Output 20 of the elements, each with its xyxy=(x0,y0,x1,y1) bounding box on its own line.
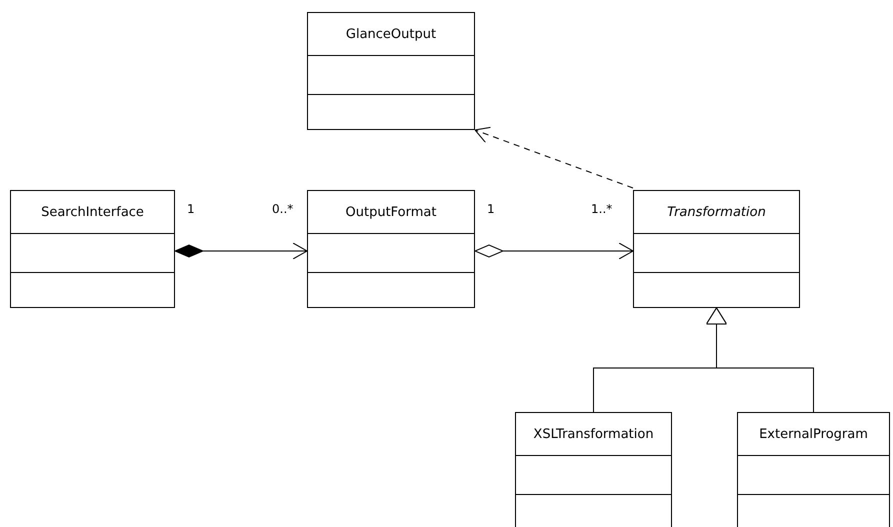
class-box xyxy=(737,412,890,527)
generalization-arrow xyxy=(706,308,814,412)
class-name: SearchInterface xyxy=(41,204,144,220)
class-box xyxy=(633,190,800,308)
class-box xyxy=(307,12,475,130)
class-name: OutputFormat xyxy=(346,204,436,220)
class-name: ExternalProgram xyxy=(759,426,868,442)
class-box xyxy=(307,190,475,308)
multiplicity: 1..* xyxy=(591,202,612,216)
class-box xyxy=(10,190,175,308)
multiplicity: 1 xyxy=(187,202,195,216)
class-name: GlanceOutput xyxy=(346,26,436,42)
class-box xyxy=(515,412,672,527)
class-name: XSLTransformation xyxy=(533,426,654,442)
association-arrow xyxy=(174,242,308,260)
association-arrow xyxy=(474,242,634,260)
multiplicity: 1 xyxy=(487,202,495,216)
dependency-arrow xyxy=(474,126,634,188)
multiplicity: 0..* xyxy=(272,202,294,216)
class-name: Transformation xyxy=(667,204,766,220)
